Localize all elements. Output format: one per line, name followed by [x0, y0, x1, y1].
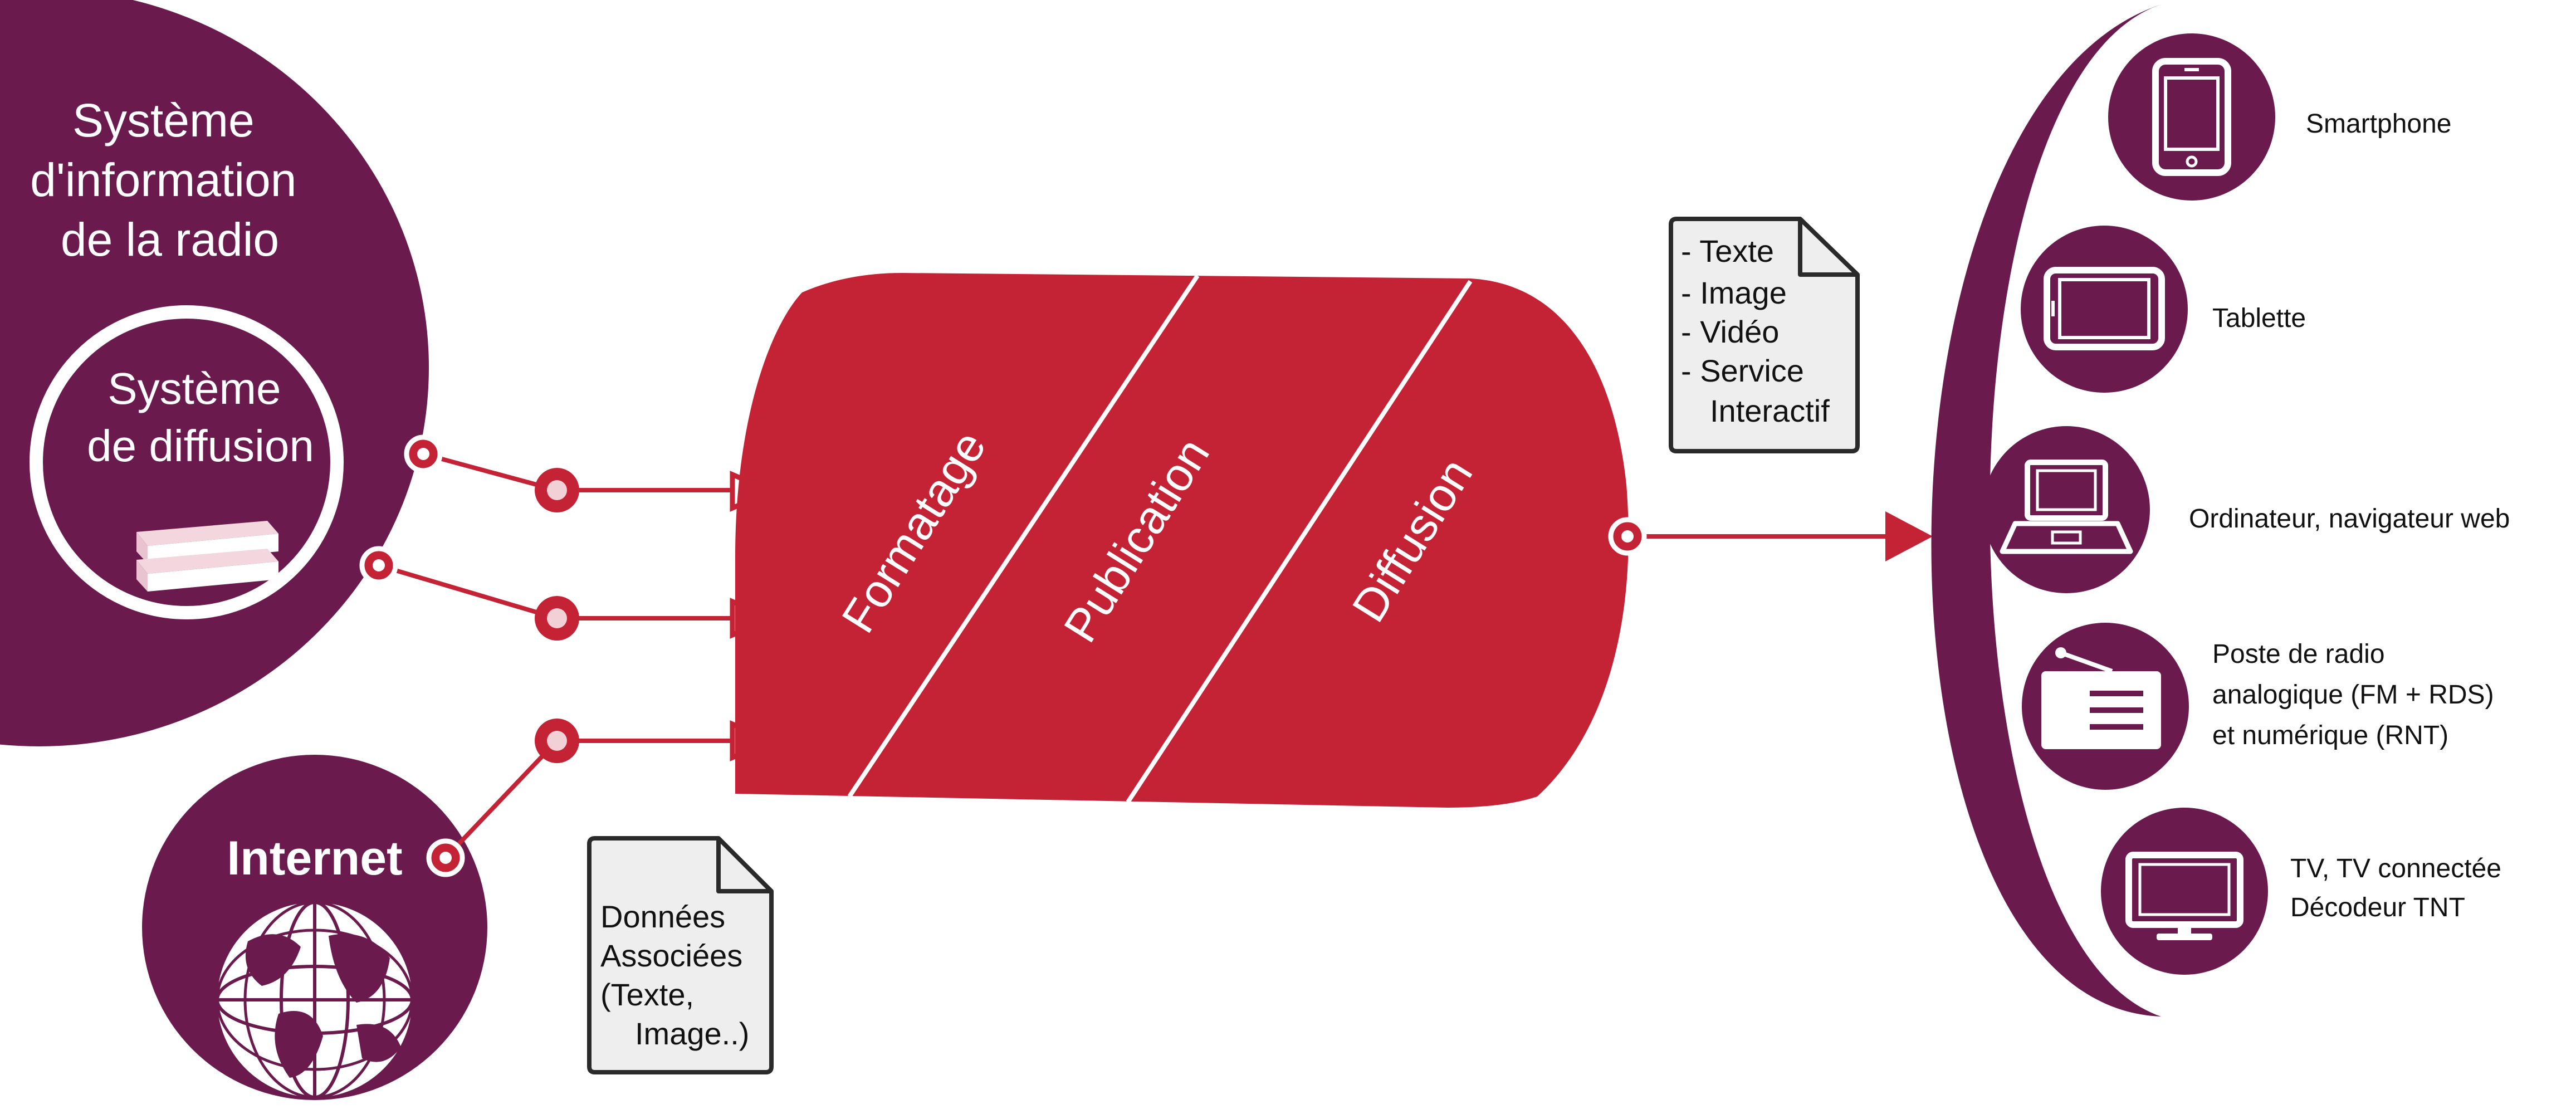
device-smartphone: Smartphone: [2108, 33, 2452, 201]
associated-data-document: Données Associées (Texte, Image..): [587, 836, 774, 1074]
tv-icon: [2125, 852, 2243, 940]
content-type-2: - Image: [1681, 275, 1787, 310]
content-types-text: - Texte - Image - Vidéo - Service Intera…: [1681, 233, 1830, 428]
device-label: Ordinateur, navigateur web: [2189, 504, 2510, 534]
content-type-4: - Service: [1681, 353, 1804, 388]
tablet-icon: [2044, 267, 2165, 350]
radio-icon: [2041, 647, 2161, 749]
device-computer: Ordinateur, navigateur web: [1983, 426, 2510, 593]
input-connectors: [378, 452, 735, 859]
output-arrowhead: [1885, 511, 1933, 561]
device-label: Tablette: [2212, 304, 2306, 333]
diffusion-line-2: de diffusion: [87, 421, 314, 471]
content-types-document: - Texte - Image - Vidéo - Service Intera…: [1669, 217, 1860, 453]
device-radio: Poste de radio analogique (FM + RDS) et …: [2022, 623, 2501, 790]
source-outer-line-2: d'information: [30, 154, 296, 206]
laptop-icon: [2000, 460, 2133, 554]
connector-1: [422, 452, 735, 492]
stage-divider-1: [847, 274, 1200, 798]
diffusion-line-1: Système: [107, 364, 281, 413]
internet-source: Internet: [142, 755, 487, 1100]
associated-line-1: Données: [600, 899, 725, 934]
source-outer-label: Système d'information de la radio: [30, 94, 310, 266]
internet-label: Internet: [227, 832, 402, 885]
associated-line-2: Associées: [600, 938, 742, 973]
stage-divider-2: [1126, 280, 1473, 804]
content-types-paper: [1669, 217, 1860, 453]
connector-nodes: [359, 434, 579, 877]
content-type-3: - Vidéo: [1681, 314, 1779, 349]
associated-data-paper: [587, 836, 774, 1074]
device-label: Smartphone: [2306, 109, 2452, 139]
diffusion-system-circle: [30, 305, 344, 619]
stacked-layers-icon: [136, 521, 278, 592]
device-tablet: Tablette: [2021, 226, 2306, 393]
source-outer-line-1: Système: [72, 94, 255, 146]
device-circle: [2108, 33, 2275, 201]
device-label: TV, TV connectée Décodeur TNT: [2290, 854, 2509, 922]
content-type-1: - Texte: [1681, 233, 1774, 268]
diffusion-system-label: Système de diffusion: [87, 364, 314, 471]
content-type-5: Interactif: [1710, 393, 1830, 428]
source-outer-blob: [0, 0, 429, 746]
associated-data-text: Données Associées (Texte, Image..): [600, 899, 751, 1051]
processing-shape: [735, 273, 1629, 808]
associated-line-3: (Texte,: [600, 977, 694, 1012]
devices-list: Smartphone Tablette: [1983, 33, 2510, 975]
device-tv: TV, TV connectée Décodeur TNT: [2101, 808, 2509, 975]
receivers-bracket: [1931, 4, 2161, 1017]
device-label: Poste de radio analogique (FM + RDS) et …: [2212, 639, 2501, 750]
associated-line-4: Image..): [635, 1016, 749, 1051]
globe-icon: [216, 901, 414, 1099]
device-circle: [2101, 808, 2268, 975]
smartphone-icon: [2152, 58, 2231, 176]
processing-block: Formatage Publication Diffusion: [735, 273, 1629, 808]
source-system: Système d'information de la radio Systèm…: [0, 0, 429, 746]
source-outer-line-3: de la radio: [61, 213, 279, 266]
output-connector: [1608, 511, 1933, 561]
